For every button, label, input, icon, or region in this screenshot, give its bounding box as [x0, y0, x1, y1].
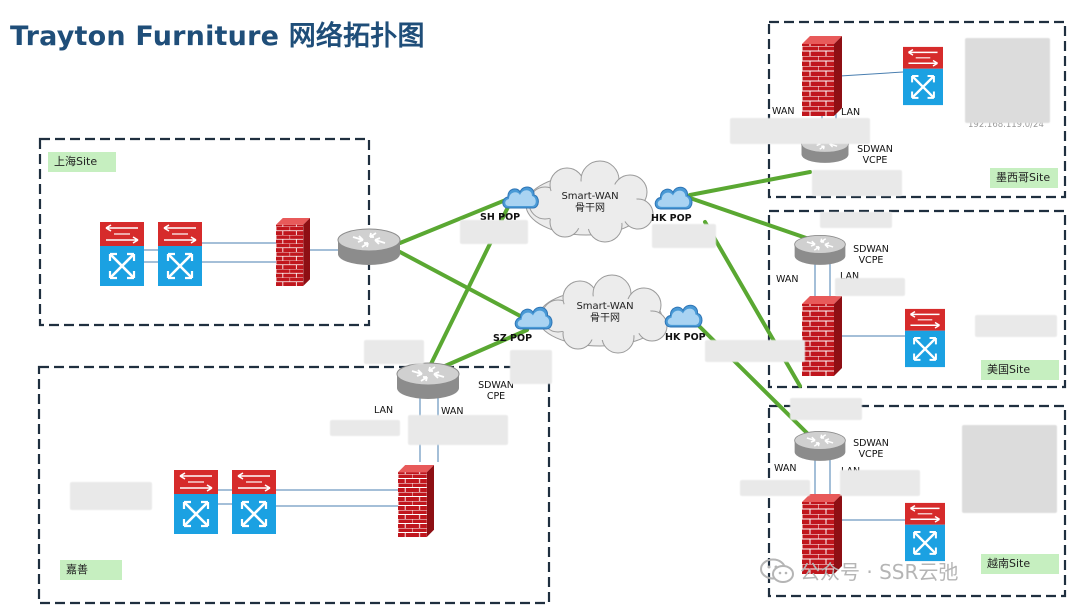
redaction-patch [705, 340, 805, 362]
watermark: 公众号 · SSR云弛 [760, 556, 958, 585]
sz-pop-label: SZ POP [493, 333, 533, 344]
cloud-top [525, 160, 654, 243]
vietnam-wan-label: WAN [774, 463, 797, 474]
mexico-sdwan-vcpe: SDWAN VCPE [852, 144, 898, 166]
redaction-patch [460, 220, 528, 244]
usa-sdwan-text: SDWAN [853, 244, 889, 255]
cloud-top-line2: 骨干网 [575, 203, 605, 214]
jiashan-wan-label: WAN [441, 406, 464, 417]
site-box-mexico [767, 20, 1067, 199]
redaction-patch [408, 415, 508, 445]
mexico-subnet-label: 192.168.119.0/24 [968, 120, 1044, 130]
switch-icon [100, 222, 144, 286]
site-label-mexico: 墨西哥Site [990, 168, 1058, 188]
jiashan-lan-label: LAN [374, 405, 394, 416]
redaction-patch [975, 315, 1057, 337]
switch-icon [174, 470, 218, 534]
router-icon [396, 362, 460, 400]
jiashan-sdwan-text: SDWAN [478, 380, 514, 391]
hk-pop-bottom-label: HK POP [665, 332, 706, 343]
site-label-shanghai: 上海Site [48, 152, 116, 172]
redaction-patch [330, 420, 400, 436]
redaction-patch [70, 482, 152, 510]
usa-vcpe-text: VCPE [858, 255, 884, 266]
redaction-patch [965, 38, 1050, 123]
vietnam-sdwan-vcpe: SDWAN VCPE [848, 438, 894, 460]
redaction-patch [790, 398, 862, 420]
router-icon [793, 234, 847, 266]
site-box-usa [767, 209, 1067, 389]
page-title: Trayton Furniture 网络拓扑图 [10, 21, 425, 52]
site-box-jiashan [37, 365, 551, 605]
hk-pop-bottom-cloud-icon [664, 304, 703, 328]
chat-bubble-icon [760, 558, 794, 583]
firewall-icon [802, 36, 842, 116]
mexico-lan-label: LAN [841, 107, 861, 118]
jiashan-sdwan-cpe: SDWAN CPE [476, 380, 516, 402]
switch-icon [158, 222, 202, 286]
lan-links [144, 71, 905, 521]
router-icon [337, 228, 401, 266]
mexico-sdwan-text: SDWAN [857, 144, 893, 155]
mexico-vcpe-text: VCPE [862, 155, 888, 166]
redaction-patch [652, 224, 716, 248]
jiashan-cpe-text: CPE [486, 391, 506, 402]
redaction-patch [510, 350, 552, 384]
sh-pop-label: SH POP [480, 212, 521, 223]
firewall-icon [802, 296, 842, 376]
usa-lan-label: LAN [840, 271, 860, 282]
cloud-top-line1: Smart-WAN [561, 191, 619, 202]
hk-pop-top-label: HK POP [651, 213, 692, 224]
usa-sdwan-vcpe: SDWAN VCPE [848, 244, 894, 266]
site-label-usa: 美国Site [981, 360, 1059, 380]
cloud-top-text: Smart-WAN 骨干网 [560, 191, 620, 215]
redaction-patch [962, 425, 1057, 513]
router-icon [793, 430, 847, 462]
sh-pop-cloud-icon [502, 186, 539, 209]
switch-icon [903, 45, 943, 107]
sz-pop-cloud-icon [514, 306, 553, 330]
redaction-patch [840, 470, 920, 496]
cloud-bottom [537, 274, 668, 354]
watermark-text: 公众号 · SSR云弛 [800, 560, 959, 584]
site-box-vietnam [767, 404, 1067, 598]
switch-icon [232, 470, 276, 534]
redaction-patch [812, 170, 902, 196]
site-label-jiashan: 嘉善 [60, 560, 122, 580]
usa-wan-label: WAN [776, 274, 799, 285]
vietnam-vcpe-text: VCPE [858, 449, 884, 460]
redaction-patch [835, 278, 905, 296]
mexico-wan-label: WAN [772, 106, 795, 117]
firewall-icon [398, 465, 434, 537]
cloud-bottom-line2: 骨干网 [590, 313, 620, 324]
firewall-icon [276, 218, 310, 286]
redaction-patch [730, 118, 870, 144]
redaction-patch [740, 480, 810, 496]
redaction-patch [820, 212, 892, 228]
vietnam-sdwan-text: SDWAN [853, 438, 889, 449]
redaction-patch [364, 340, 424, 364]
switch-icon [905, 501, 945, 563]
cloud-bottom-line1: Smart-WAN [576, 301, 634, 312]
cloud-bottom-text: Smart-WAN 骨干网 [575, 301, 635, 325]
site-label-vietnam: 越南Site [981, 554, 1059, 574]
switch-icon [905, 307, 945, 369]
hk-pop-top-cloud-icon [654, 186, 693, 210]
